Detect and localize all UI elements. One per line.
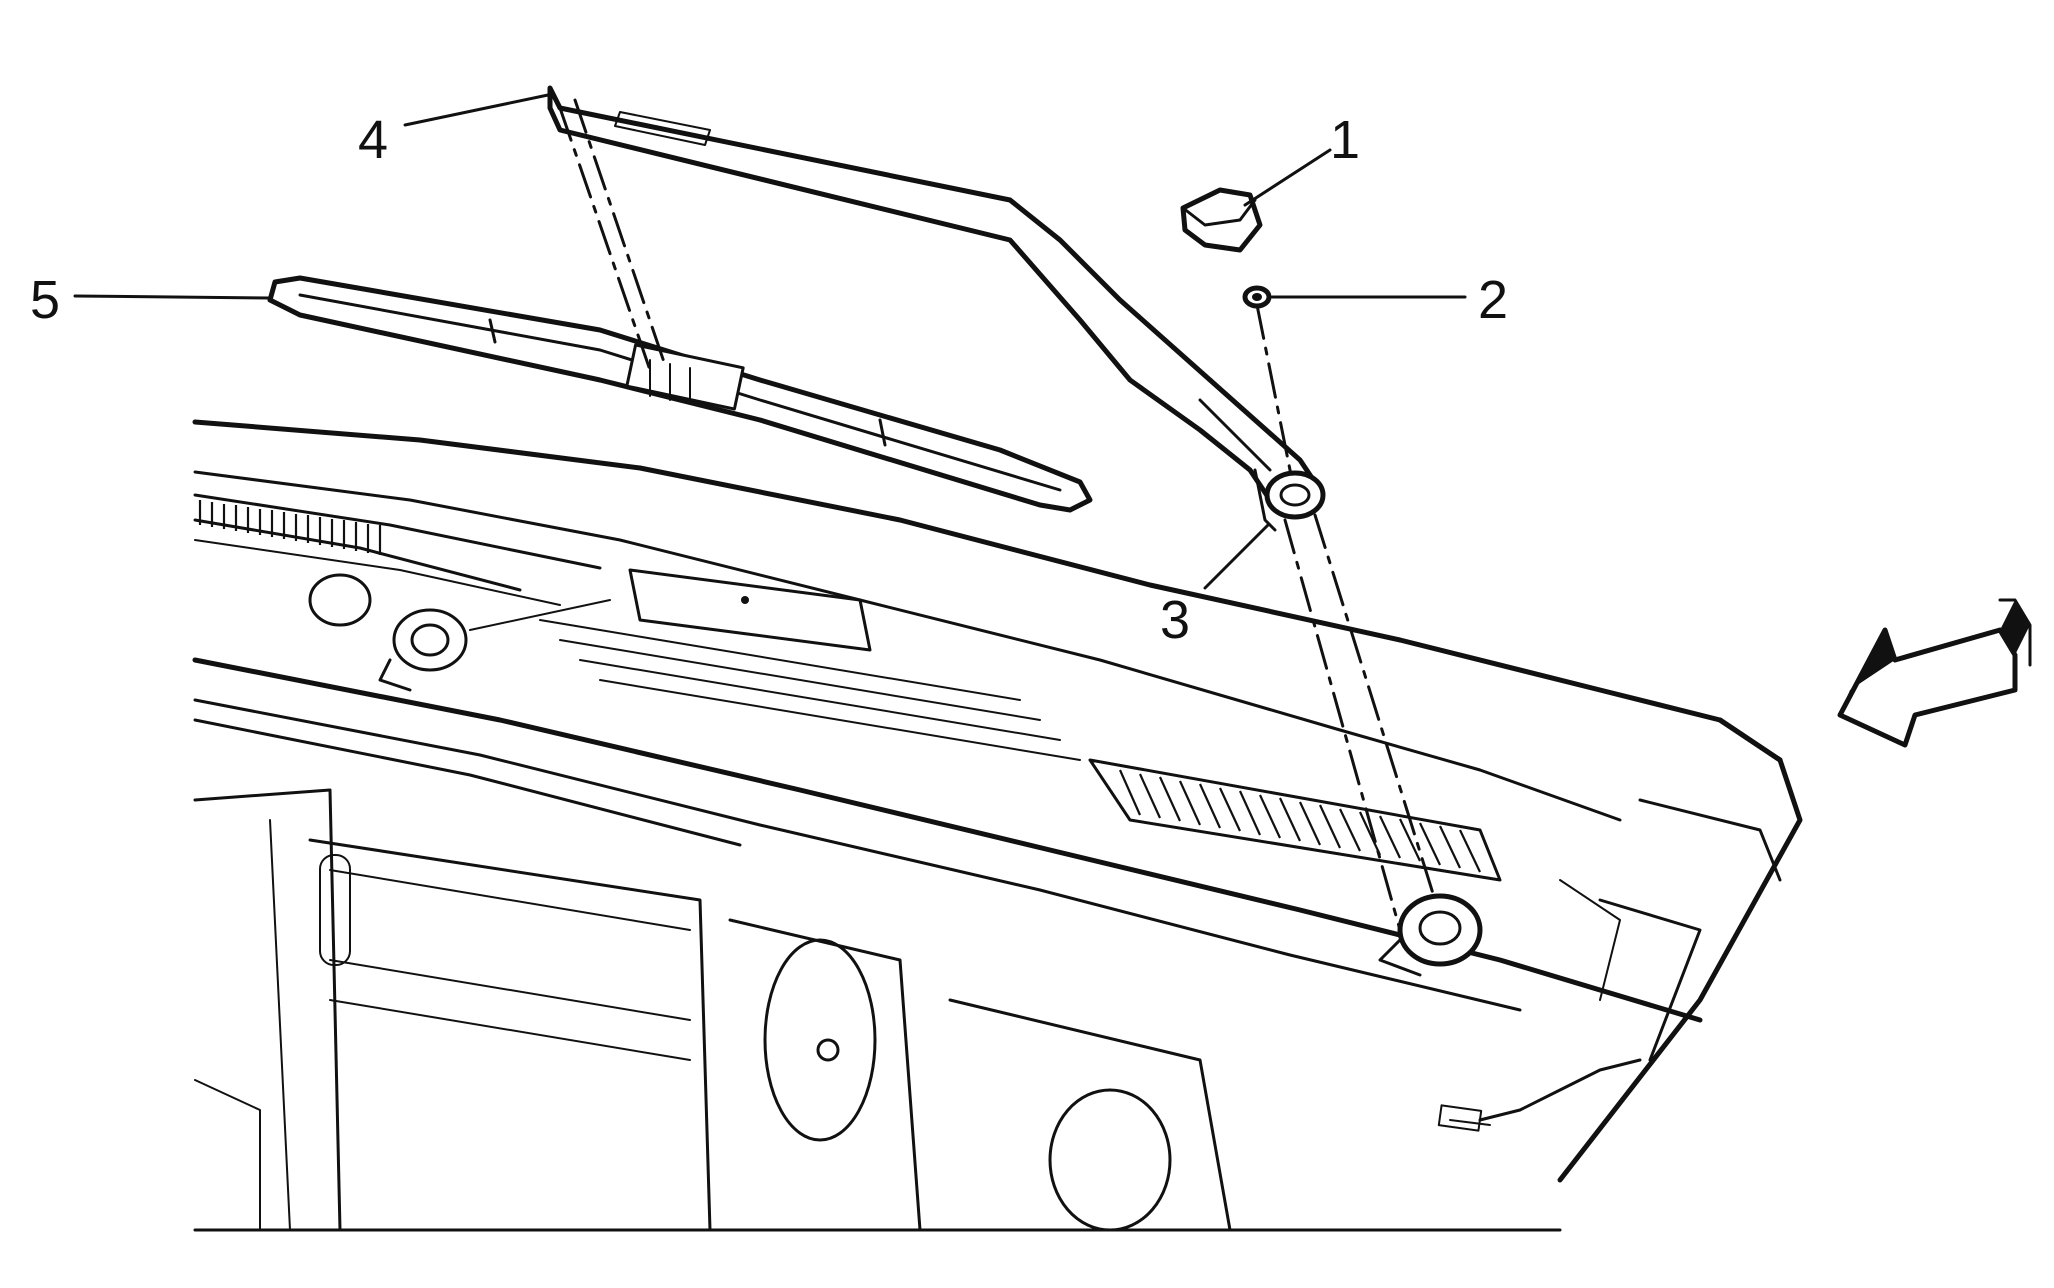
leader-3 — [1203, 523, 1270, 590]
callout-4: 4 — [358, 110, 388, 170]
cowl-panel — [192, 419, 1803, 1232]
wiper-blade — [267, 275, 1093, 513]
left-pivot-icon — [308, 573, 468, 692]
callout-labels: 1 2 3 4 5 — [30, 110, 1508, 650]
leader-5 — [73, 294, 272, 300]
wiper-arm-cap — [1180, 187, 1263, 253]
callout-5: 5 — [30, 270, 60, 330]
assembly-centerlines — [469, 98, 1437, 932]
callout-1: 1 — [1330, 110, 1360, 170]
callout-2: 2 — [1478, 270, 1508, 330]
callout-3: 3 — [1160, 590, 1190, 650]
pivot-nut — [1242, 285, 1272, 309]
wiper-arm — [547, 85, 1326, 532]
leader-1 — [1243, 148, 1332, 207]
leader-lines — [73, 93, 1467, 590]
forward-direction-arrow-icon — [1837, 598, 2032, 748]
leader-4 — [403, 93, 550, 127]
